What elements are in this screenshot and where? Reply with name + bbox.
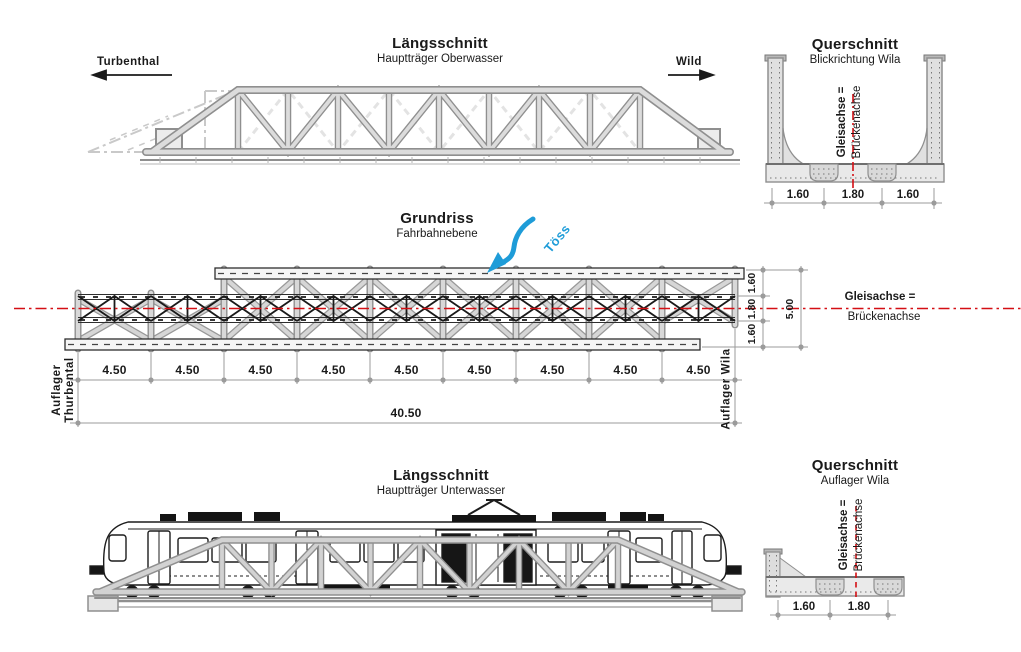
plan-axis-label-regular: Brückenachse [847, 311, 921, 323]
total-dim: 40.50 [390, 406, 422, 420]
axis-label-bottom-section: Gleisachse = Brückenachse [837, 499, 867, 572]
section-bottom-title: Querschnitt [811, 457, 899, 474]
panel-dim: 4.50 [175, 363, 200, 377]
direction-label-wild: Wild [676, 56, 702, 68]
direction-arrow-left [90, 69, 172, 81]
axis-label-bold: Gleisachse = [838, 499, 850, 571]
axis-label-regular: Brückenachse [851, 85, 863, 159]
elevation-bottom-title: Längsschnitt [393, 467, 489, 484]
panel-dim: 4.50 [321, 363, 346, 377]
direction-arrow-right [668, 69, 716, 81]
panel-dim: 4.50 [613, 363, 638, 377]
dim-label: 1.80 [847, 601, 871, 613]
direction-label-turbenthal: Turbenthal [97, 56, 160, 68]
elevation-top-subtitle: Hauptträger Oberwasser [377, 53, 503, 65]
plan-drawing [14, 216, 1021, 427]
axis-label-top-section: Gleisachse = Brückenachse [835, 86, 865, 159]
width-dim: 1.80 [746, 298, 758, 319]
dimension-lines-top-section [764, 188, 942, 209]
support-label-line1: Auflager Wila [720, 348, 733, 430]
panel-dim: 4.50 [686, 363, 711, 377]
section-bottom-subtitle: Auflager Wila [820, 475, 890, 487]
support-label-thurbental: Auflager Thurbental [51, 357, 77, 422]
support-label-line2: Thurbental [64, 357, 76, 423]
elevation-bottom-drawing [87, 498, 746, 612]
plan-subtitle: Fahrbahnebene [396, 228, 478, 240]
rivet-dots [770, 62, 940, 179]
toess-arrow-icon [487, 216, 536, 273]
elevation-bottom-subtitle: Hauptträger Unterwasser [376, 485, 506, 497]
plan-axis-label-bold: Gleisachse = [844, 291, 916, 303]
cross-section-bottom-drawing [763, 506, 905, 620]
elevation-top-drawing [87, 69, 740, 165]
panel-dim: 4.50 [394, 363, 419, 377]
cross-section-top-drawing [764, 54, 946, 209]
dimension-lines-bottom-section [770, 600, 896, 620]
plan-title: Grundriss [400, 210, 474, 227]
section-top-title: Querschnitt [811, 36, 899, 53]
dim-label: 1.80 [841, 189, 865, 201]
width-dim: 1.60 [746, 323, 758, 345]
width-total-dim: 5.00 [784, 298, 796, 319]
width-dim: 1.60 [746, 272, 758, 294]
dim-label: 1.60 [896, 189, 920, 201]
dimension-lines-plan [70, 266, 808, 427]
section-top-subtitle: Blickrichtung Wila [809, 54, 901, 66]
panel-dim: 4.50 [248, 363, 273, 377]
pantograph [467, 498, 521, 516]
axis-label-bold: Gleisachse = [836, 86, 848, 158]
elevation-top-title: Längsschnitt [392, 35, 488, 52]
dim-label: 1.60 [786, 189, 810, 201]
axis-label-regular: Brückenachse [853, 498, 865, 572]
panel-dim: 4.50 [540, 363, 565, 377]
truss-front [92, 535, 746, 599]
support-label-line1: Auflager [51, 364, 63, 416]
support-label-wila: Auflager Wila [721, 348, 734, 429]
rivet-dots [769, 555, 900, 594]
panel-dim: 4.50 [467, 363, 492, 377]
dim-label: 1.60 [792, 601, 816, 613]
panel-dim: 4.50 [102, 363, 127, 377]
